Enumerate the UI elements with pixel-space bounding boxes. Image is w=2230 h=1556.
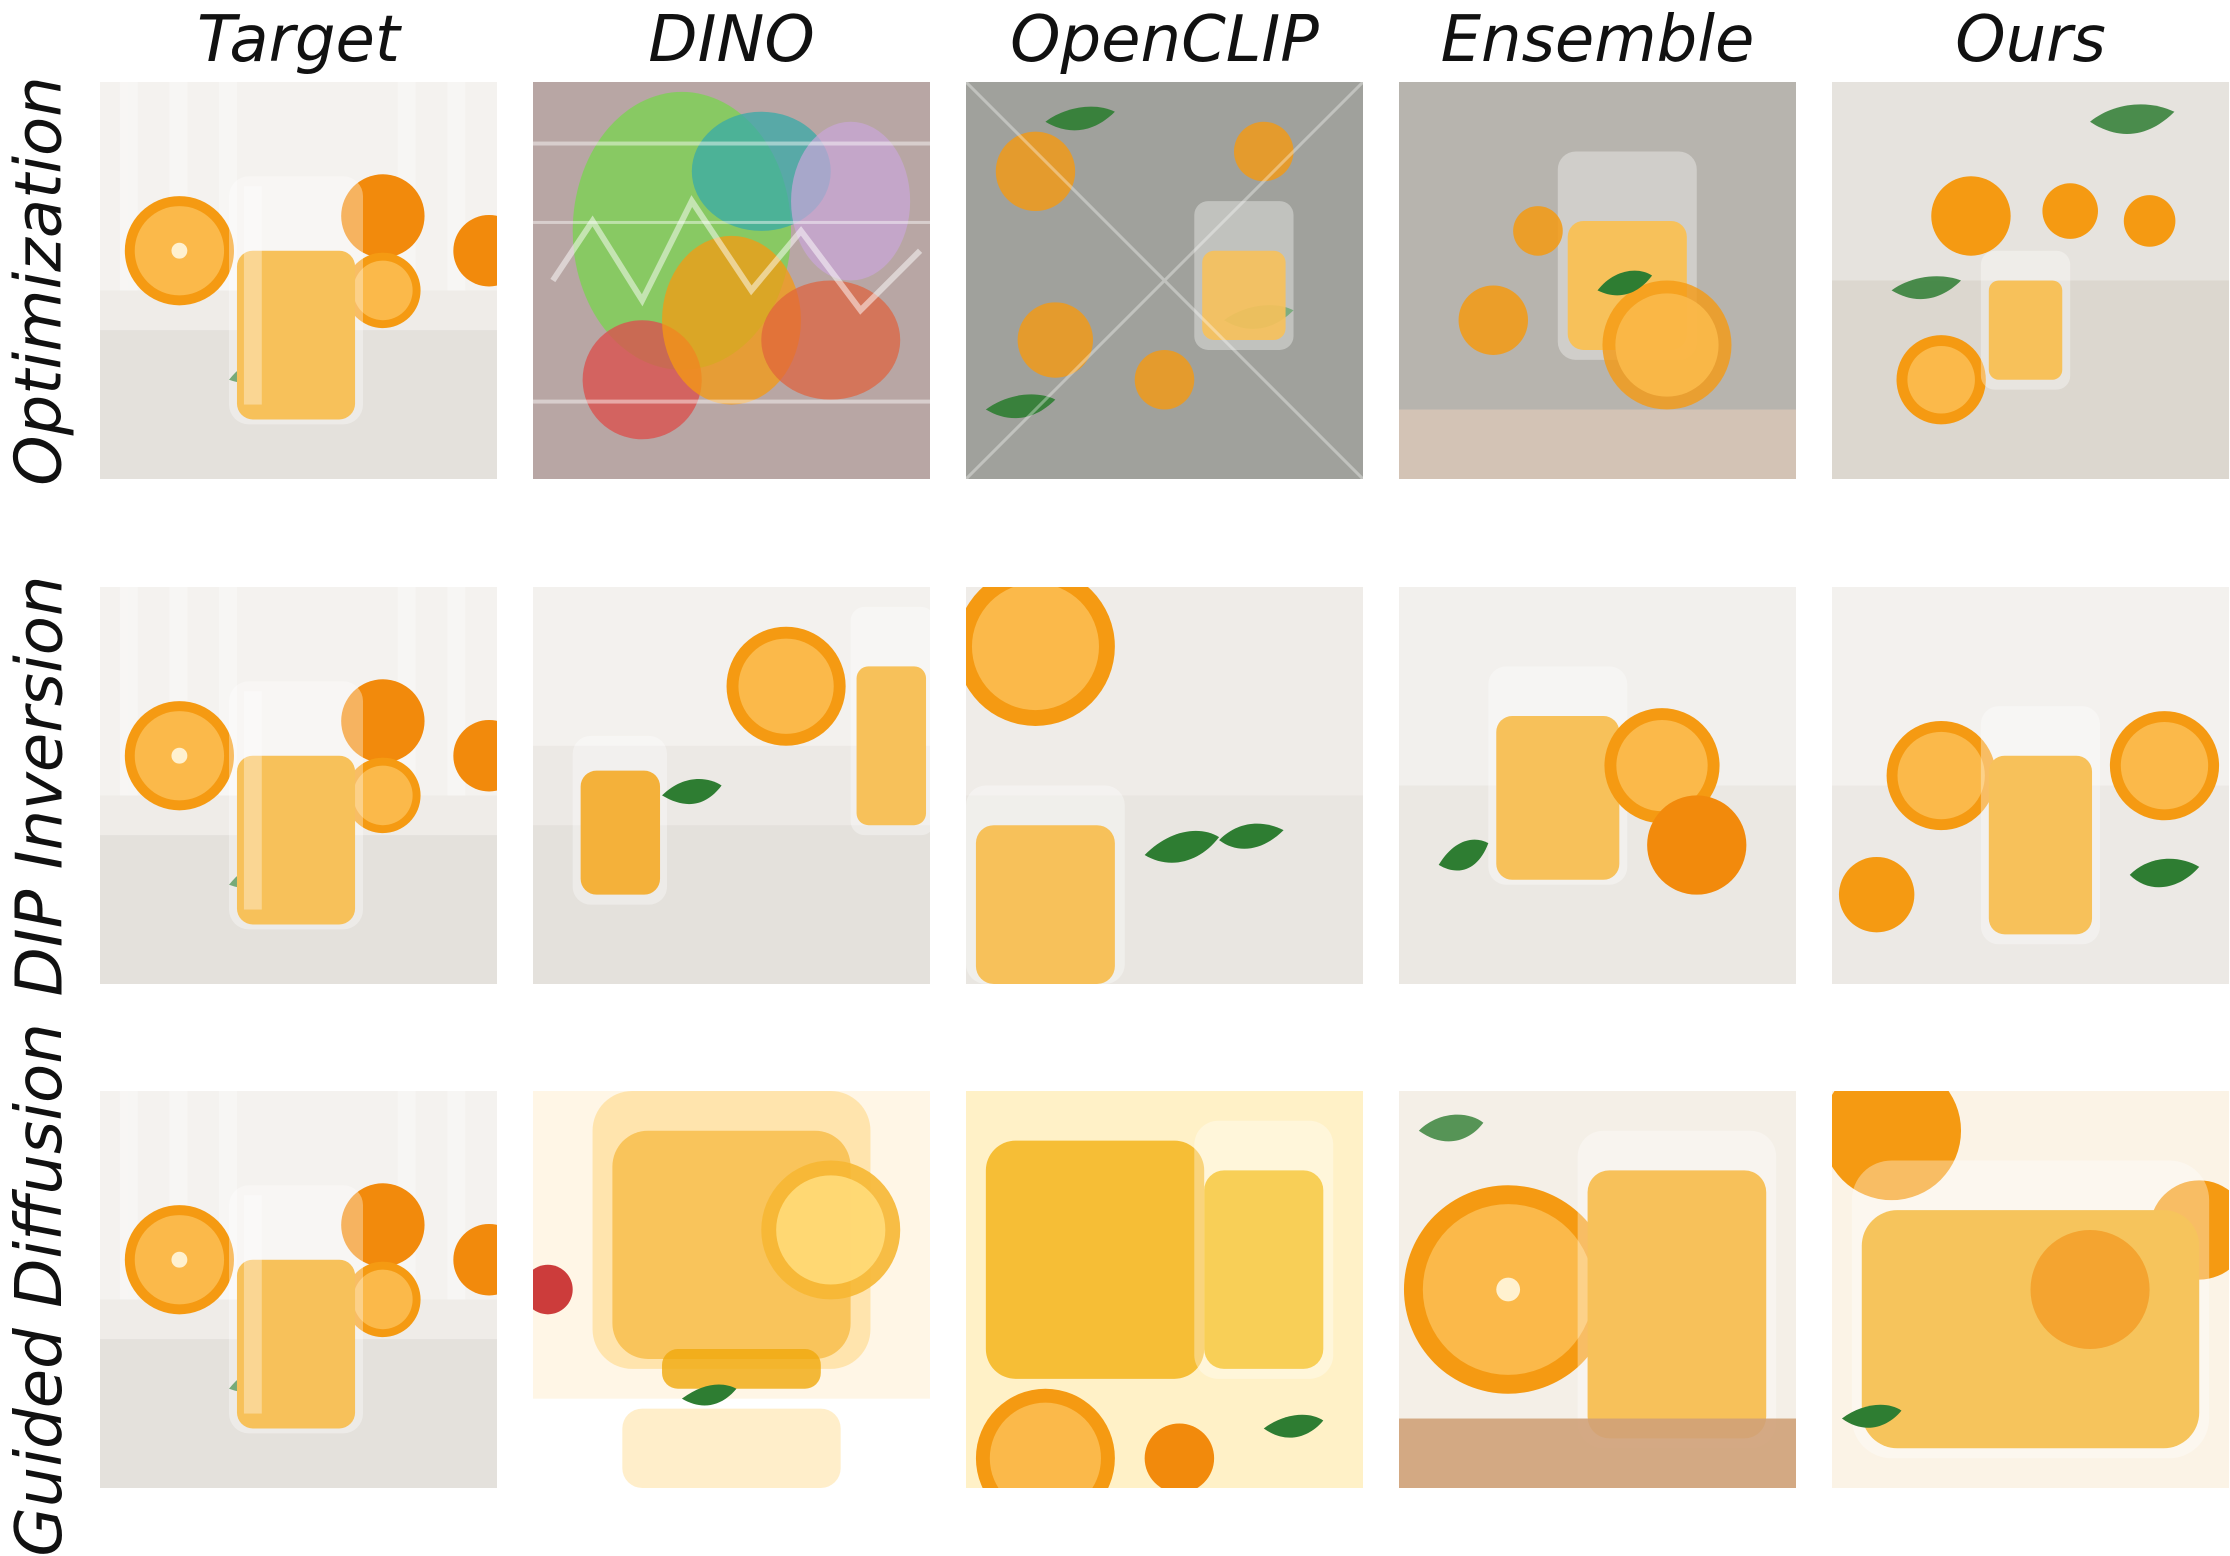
tile-diffusion-openclip [966,1091,1363,1488]
tile-optimization-dino [533,82,930,479]
row-label-guided-diffusion: Guided Diffusion [3,1022,77,1556]
column-header-ensemble: Ensemble [1440,3,1755,77]
column-header-target: Target [197,3,400,77]
ensemble-optimization-image [1399,82,1796,479]
dino-optimization-image [533,82,930,479]
tile-dip-ours [1832,587,2229,984]
tile-diffusion-dino [533,1091,930,1488]
column-header-openclip: OpenCLIP [1010,3,1319,77]
column-header-dino: DINO [648,3,815,77]
tile-optimization-ours [1832,82,2229,479]
ours-optimization-image [1832,82,2229,479]
tile-optimization-target [100,82,497,479]
tile-dip-ensemble [1399,587,1796,984]
tile-dip-dino [533,587,930,984]
tile-optimization-ensemble [1399,82,1796,479]
openclip-optimization-image [966,82,1363,479]
tile-optimization-openclip [966,82,1363,479]
ours-dip-image [1832,587,2229,984]
target-photo-image [100,1091,497,1488]
target-photo-image [100,82,497,479]
tile-diffusion-target [100,1091,497,1488]
column-header-ours: Ours [1955,3,2106,77]
openclip-dip-image [966,587,1363,984]
ours-diffusion-image [1832,1091,2229,1488]
tile-dip-openclip [966,587,1363,984]
row-label-optimization: Optimization [3,75,77,486]
tile-diffusion-ours [1832,1091,2229,1488]
tile-dip-target [100,587,497,984]
openclip-diffusion-image [966,1091,1363,1488]
ensemble-dip-image [1399,587,1796,984]
ensemble-diffusion-image [1399,1091,1796,1488]
target-photo-image [100,587,497,984]
dino-dip-image [533,587,930,984]
dino-diffusion-image [533,1091,930,1488]
tile-diffusion-ensemble [1399,1091,1796,1488]
row-label-dip-inversion: DIP Inversion [3,575,77,996]
